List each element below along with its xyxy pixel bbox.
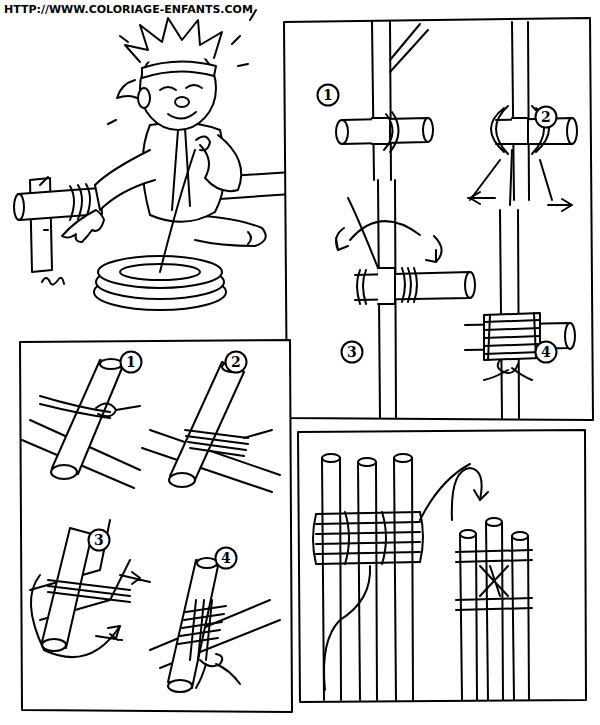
- callout-number: 3: [347, 345, 357, 359]
- square-lashing-panel: [284, 18, 593, 420]
- callout-number: 1: [126, 355, 136, 369]
- callout-number: 2: [231, 355, 241, 369]
- tripod-lashing-panel: [298, 430, 586, 702]
- callout-circle: 4: [534, 340, 558, 364]
- callout-circle: 2: [224, 350, 248, 374]
- callout-number: 2: [541, 110, 551, 124]
- callout-circle: 3: [340, 340, 364, 364]
- callout-number: 3: [94, 533, 104, 547]
- callout-number: 1: [323, 88, 333, 102]
- callout-circle: 3: [87, 528, 111, 552]
- callout-number: 4: [221, 551, 231, 565]
- callout-circle: 4: [214, 546, 238, 570]
- diagonal-lashing-panel: [20, 340, 292, 712]
- callout-number: 4: [541, 345, 551, 359]
- callout-circle: 2: [534, 105, 558, 129]
- callout-circle: 1: [316, 83, 340, 107]
- watermark-url: HTTP://WWW.COLORIAGE-ENFANTS.COM: [4, 3, 253, 16]
- callout-circle: 1: [119, 350, 143, 374]
- boy-figure: [14, 10, 292, 310]
